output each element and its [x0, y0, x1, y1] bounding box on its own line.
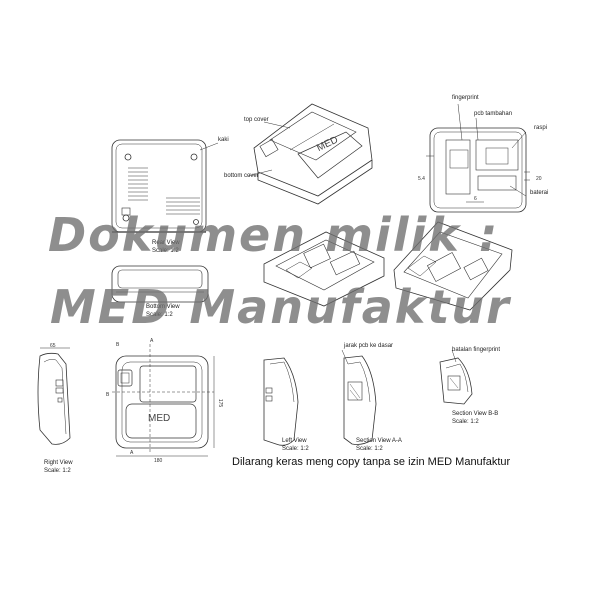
- dim-a-bottom: A: [130, 450, 134, 456]
- dim-180: 180: [154, 458, 163, 464]
- rear-view-drawing: [111, 139, 219, 233]
- section-aa-scale: Scale: 1:2: [356, 445, 383, 452]
- copyright-notice: Dilarang keras meng copy tanpa se izin M…: [232, 456, 511, 468]
- label-batalan-fingerprint: batalan fingerprint: [452, 347, 501, 353]
- section-bb-drawing: [439, 349, 473, 405]
- dim-6: 6: [474, 196, 477, 202]
- left-view-drawing: [263, 357, 299, 446]
- bottom-view-scale: Scale: 1:2: [146, 311, 173, 318]
- label-kaki: kaki: [218, 137, 229, 143]
- section-aa-title: Section View A-A: [356, 438, 402, 444]
- dim-5-4: 5.4: [418, 176, 425, 182]
- left-view-scale: Scale: 1:2: [282, 445, 309, 452]
- section-bb-scale: Scale: 1:2: [452, 418, 479, 425]
- caption-section-bb: Section View B-B Scale: 1:2: [452, 411, 498, 426]
- rear-view-title: Rear View: [152, 240, 180, 246]
- dim-b-left: B: [106, 392, 110, 398]
- caption-rear-view: Rear View Scale: 1:2: [152, 240, 180, 255]
- label-fingerprint: fingerprint: [452, 95, 479, 101]
- caption-left-view: Left View Scale: 1:2: [282, 438, 309, 453]
- dim-175: 175: [217, 398, 224, 408]
- label-top-cover: top cover: [244, 117, 269, 123]
- bottom-view-drawing: [111, 265, 209, 303]
- caption-bottom-view: Bottom View Scale: 1:2: [146, 304, 180, 319]
- dim-b-top: B: [116, 342, 120, 348]
- label-jarak-pcb: jarak pcb ke dasar: [344, 343, 394, 349]
- label-raspi: raspi: [534, 125, 548, 131]
- right-view-scale: Scale: 1:2: [44, 467, 71, 474]
- section-aa-drawing: [341, 349, 377, 445]
- left-view-title: Left View: [282, 438, 307, 444]
- iso-top-drawing: [247, 103, 373, 205]
- front-view-drawing: [112, 344, 215, 457]
- bottom-view-title: Bottom View: [146, 304, 180, 310]
- dim-65: 65: [50, 343, 56, 349]
- rear-view-scale: Scale: 1:2: [152, 247, 179, 254]
- caption-right-view: Right View Scale: 1:2: [44, 460, 73, 475]
- right-view-title: Right View: [44, 460, 73, 466]
- med-logo-front: MED: [148, 413, 171, 424]
- right-view-drawing: [37, 347, 71, 445]
- label-bottom-cover: bottom cover: [224, 173, 259, 179]
- dim-20: 20: [536, 176, 542, 182]
- iso-open-1-drawing: [263, 231, 385, 307]
- label-pcb-tambahan: pcb tambahan: [474, 111, 513, 117]
- iso-open-2-drawing: [393, 221, 513, 311]
- dim-a-top: A: [150, 338, 154, 344]
- section-bb-title: Section View B-B: [452, 411, 499, 417]
- caption-section-aa: Section View A-A Scale: 1:2: [356, 438, 402, 453]
- internal-top-drawing: [426, 103, 530, 213]
- label-baterai: baterai: [530, 190, 549, 196]
